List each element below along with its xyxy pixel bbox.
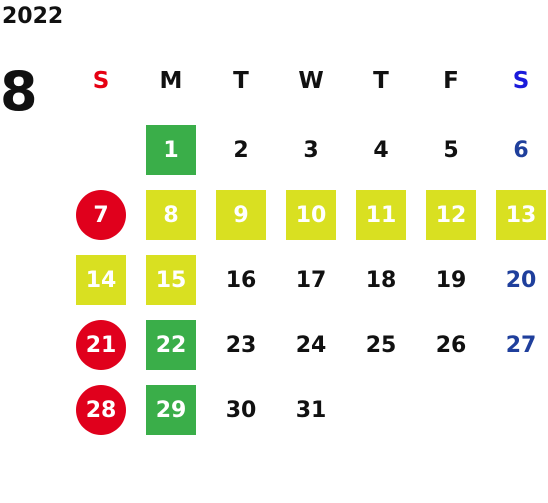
day-cell-15[interactable]: 15 [146,255,196,305]
day-cell-18[interactable]: 18 [365,267,397,293]
day-cell-28[interactable]: 28 [76,385,126,435]
day-cell-27[interactable]: 27 [505,332,537,358]
day-cell-24[interactable]: 24 [295,332,327,358]
day-cell-6[interactable]: 6 [513,137,529,163]
day-cell-22[interactable]: 22 [146,320,196,370]
day-cell-20[interactable]: 20 [505,267,537,293]
day-cell-9[interactable]: 9 [216,190,266,240]
day-cell-21[interactable]: 21 [76,320,126,370]
day-cell-26[interactable]: 26 [435,332,467,358]
day-cell-2[interactable]: 2 [233,137,249,163]
day-cell-16[interactable]: 16 [225,267,257,293]
day-cell-4[interactable]: 4 [373,137,389,163]
day-cell-25[interactable]: 25 [365,332,397,358]
day-cell-11[interactable]: 11 [356,190,406,240]
day-cell-7[interactable]: 7 [76,190,126,240]
day-cell-5[interactable]: 5 [443,137,459,163]
day-cell-23[interactable]: 23 [225,332,257,358]
day-cell-19[interactable]: 19 [435,267,467,293]
day-cell-17[interactable]: 17 [295,267,327,293]
month-number: 8 [0,60,38,123]
year-label: 2022 [2,4,64,29]
weekday-header-wed: W [298,68,324,94]
day-cell-29[interactable]: 29 [146,385,196,435]
day-cell-14[interactable]: 14 [76,255,126,305]
weekday-header-sat: S [512,68,530,94]
weekday-header-thu: T [373,68,389,94]
day-cell-30[interactable]: 30 [225,397,257,423]
day-cell-12[interactable]: 12 [426,190,476,240]
weekday-header-sun: S [92,68,110,94]
day-cell-10[interactable]: 10 [286,190,336,240]
day-cell-8[interactable]: 8 [146,190,196,240]
day-cell-3[interactable]: 3 [303,137,319,163]
weekday-header-mon: M [159,68,183,94]
day-cell-13[interactable]: 13 [496,190,546,240]
day-cell-31[interactable]: 31 [295,397,327,423]
day-cell-1[interactable]: 1 [146,125,196,175]
weekday-header-fri: F [443,68,459,94]
weekday-header-tue: T [233,68,249,94]
